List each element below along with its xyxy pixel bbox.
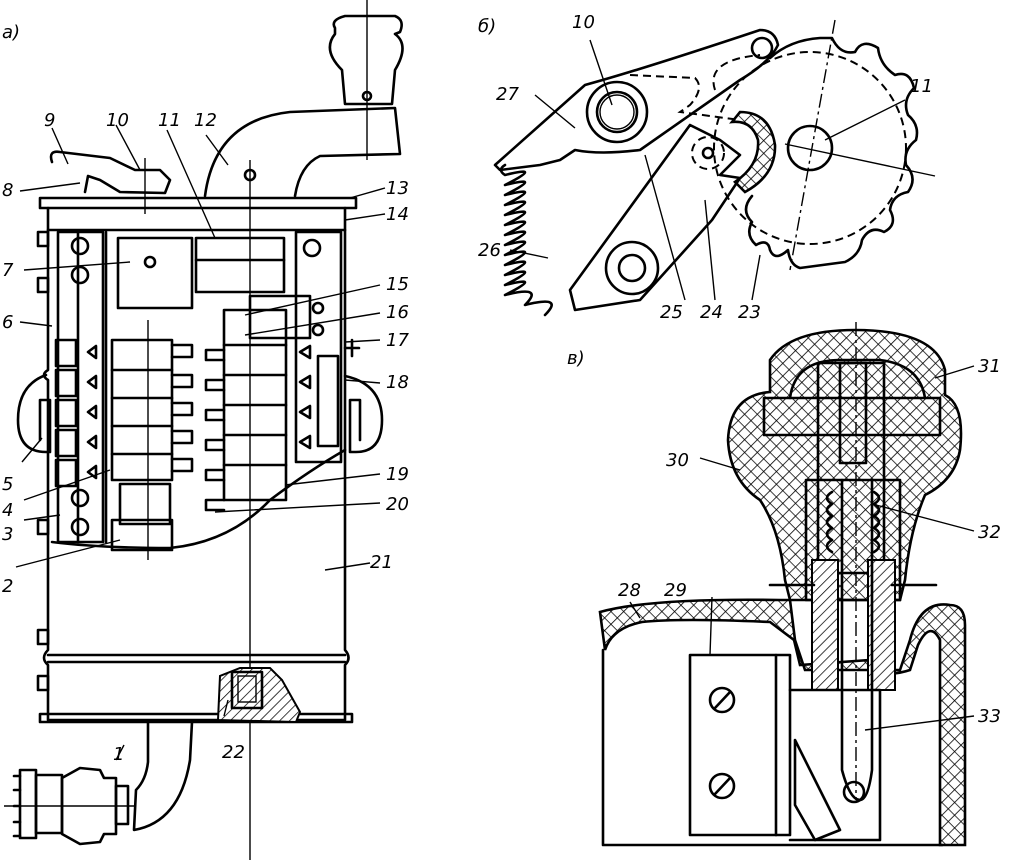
callout-2: 2: [2, 576, 13, 597]
handle-knob-30: [726, 328, 963, 602]
plug-connector: [4, 766, 134, 846]
callout-b-24: 24: [700, 302, 723, 323]
callout-7: 7: [2, 260, 14, 281]
callout-8: 8: [2, 180, 13, 201]
spring-32: [825, 490, 881, 554]
callout-18: 18: [386, 372, 409, 393]
switch-block-29: [688, 653, 792, 837]
callout-22: 22: [222, 742, 245, 763]
callout-14: 14: [386, 204, 409, 225]
side-bolt: [343, 338, 361, 358]
cam-stack-right: [194, 236, 325, 512]
cable-pipe: [132, 720, 194, 832]
callout-4: 4: [2, 500, 13, 521]
callout-19: 19: [386, 464, 409, 485]
shaft-11: [786, 124, 834, 172]
left-mounting-ring: [16, 373, 52, 454]
callout-b-26: 26: [478, 240, 501, 261]
callout-6: 6: [2, 312, 13, 333]
callout-33: 33: [978, 706, 1001, 727]
callout-b-10: 10: [572, 12, 595, 33]
callout-12: 12: [194, 110, 217, 131]
left-contactor-column: [54, 230, 108, 544]
callout-15: 15: [386, 274, 409, 295]
spring-26: [499, 163, 553, 317]
callout-1: 1: [113, 744, 124, 765]
top-cover: [38, 196, 358, 210]
handle-arm: [203, 106, 402, 198]
bottom-fitting: [216, 667, 302, 724]
housing-28: [598, 598, 967, 847]
cutaway-edge: [50, 448, 347, 550]
callout-16: 16: [386, 302, 409, 323]
cam-insert: [729, 110, 777, 194]
cam-stack-left: [110, 236, 194, 560]
panel-b: б) 10 11 23 24 25 26 27: [478, 12, 936, 323]
gear-sector: [744, 36, 919, 270]
right-contactor-column: [294, 230, 343, 464]
callout-b-27: 27: [496, 84, 519, 105]
side-bolts: [36, 230, 50, 692]
callout-31: 31: [978, 356, 1001, 377]
panel-c-label: в): [567, 348, 585, 369]
latch-lever: [49, 150, 172, 195]
callout-10: 10: [106, 110, 129, 131]
leader-lines-a: [15, 124, 386, 761]
callout-b-23: 23: [738, 302, 761, 323]
bushing: [811, 559, 896, 691]
callout-30: 30: [666, 450, 689, 471]
panel-a: а): [2, 0, 409, 860]
callout-3: 3: [2, 524, 13, 545]
callout-29: 29: [664, 580, 687, 601]
callout-11: 11: [158, 110, 181, 131]
right-mounting-ring: [343, 374, 384, 454]
callout-13: 13: [386, 178, 409, 199]
pitch-circle: [713, 51, 907, 245]
callout-17: 17: [386, 330, 409, 351]
callout-9: 9: [44, 110, 55, 131]
callout-b-25: 25: [660, 302, 683, 323]
callout-32: 32: [978, 522, 1001, 543]
callout-5: 5: [2, 474, 13, 495]
callout-28: 28: [618, 580, 641, 601]
callouts-a: 1 2 3 4 5 6 7 8 9 10 11 12 13 14 15 16 1…: [2, 110, 409, 765]
housing-outline: [601, 648, 944, 847]
lever-27: [493, 28, 780, 172]
callout-20: 20: [386, 494, 409, 515]
panel-b-label: б): [478, 16, 496, 37]
handle-knob: [328, 0, 404, 160]
panel-c: в) 28 29 30 31 32 33: [567, 322, 1001, 847]
callout-21: 21: [370, 552, 393, 573]
callout-b-11: 11: [910, 76, 933, 97]
panel-a-label: а): [2, 22, 20, 43]
pawl-24: [568, 123, 742, 312]
